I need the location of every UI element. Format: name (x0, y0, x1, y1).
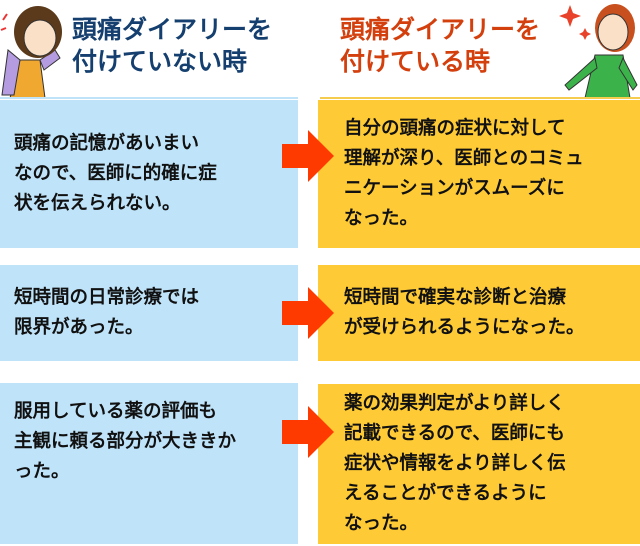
text-line: 状を伝えられない。 (14, 193, 181, 214)
text-line: なった。 (344, 513, 419, 534)
right-arrow-icon (282, 406, 334, 458)
title-with-diary: 頭痛ダイアリーを 付けている時 (340, 14, 540, 78)
divider (320, 97, 640, 99)
before-box-1: 頭痛の記憶があいまい なので、医師に的確に症 状を伝えられない。 (0, 100, 298, 248)
text-line: ニケーションがスムーズに (344, 178, 565, 199)
text-line: 薬の効果判定がより詳しく (344, 393, 565, 414)
after-box-3: 薬の効果判定がより詳しく 記載できるので、医師にも 症状や情報をより詳しく伝 え… (318, 384, 640, 544)
divider (0, 97, 298, 99)
before-box-3: 服用している薬の評価も 主観に頼る部分が大ききか った。 (0, 383, 298, 544)
title-line: 付けていない時 (72, 47, 248, 76)
title-line: 頭痛ダイアリーを (340, 15, 541, 44)
text-line: なった。 (344, 208, 419, 229)
right-arrow-icon (282, 130, 334, 182)
text-line: 自分の頭痛の症状に対して (344, 118, 566, 139)
text-line: が受けられるようになった。 (344, 317, 585, 338)
title-line: 頭痛ダイアリーを (72, 15, 273, 44)
text-line: えることができるように (344, 483, 547, 504)
right-arrow-icon (282, 287, 334, 339)
text-line: 症状や情報をより詳しく伝 (344, 453, 566, 474)
title-without-diary: 頭痛ダイアリーを 付けていない時 (72, 14, 272, 78)
text-line: 頭痛の記憶があいまい (14, 133, 200, 154)
text-line: 限界があった。 (14, 317, 144, 338)
text-line: 主観に頼る部分が大ききか (14, 431, 237, 452)
text-line: 記載できるので、医師にも (344, 423, 565, 444)
after-box-1: 自分の頭痛の症状に対して 理解が深り、医師とのコミュ ニケーションがスムーズに … (318, 100, 640, 248)
text-line: なので、医師に的確に症 (14, 163, 217, 184)
text-line: 服用している薬の評価も (14, 401, 217, 422)
after-box-2: 短時間で確実な診断と治療 が受けられるようになった。 (318, 265, 640, 361)
happy-woman-illustration (559, 4, 638, 98)
text-line: 短時間の日常診療では (14, 287, 200, 308)
title-line: 付けている時 (340, 47, 491, 76)
text-line: った。 (14, 461, 70, 482)
before-box-2: 短時間の日常診療では 限界があった。 (0, 265, 298, 361)
text-line: 短時間で確実な診断と治療 (344, 287, 567, 308)
text-line: 理解が深り、医師とのコミュ (344, 148, 584, 169)
troubled-woman-illustration (0, 6, 62, 98)
